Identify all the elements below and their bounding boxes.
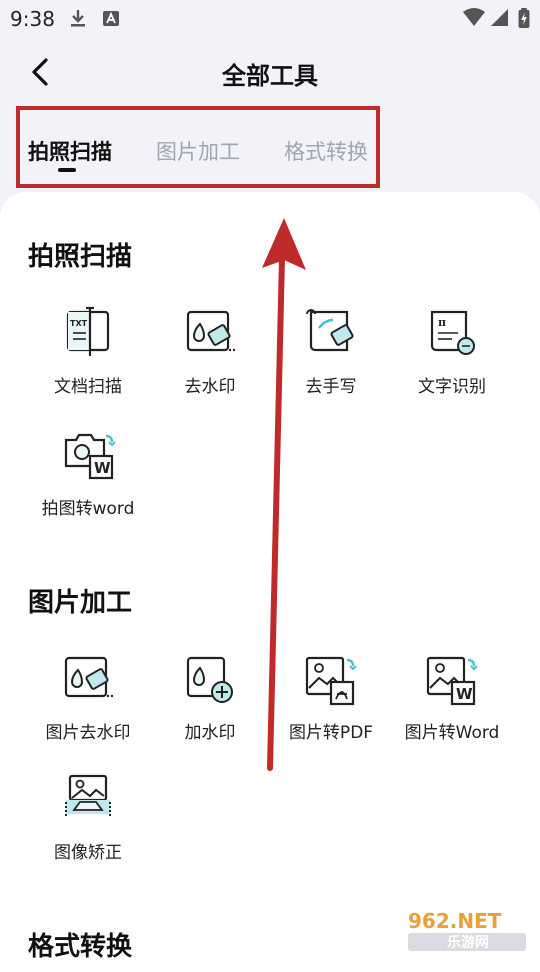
svg-text:乐游网: 乐游网: [447, 934, 489, 951]
page-title: 全部工具: [222, 62, 318, 90]
tool-text-recognition[interactable]: π 文字识别: [392, 306, 512, 416]
tool-photo-to-word[interactable]: W 拍图转word: [28, 428, 148, 538]
tool-image-to-word[interactable]: W 图片转Word: [392, 652, 512, 762]
tool-label: 去手写: [305, 377, 357, 397]
tool-add-watermark[interactable]: 加水印: [150, 652, 270, 762]
section-title-photo-scan: 拍照扫描: [28, 242, 133, 272]
image-to-pdf-icon: [305, 656, 357, 706]
tool-label: 图片转PDF: [288, 723, 374, 743]
svg-text:W: W: [456, 685, 473, 703]
back-arrow-icon[interactable]: [22, 52, 62, 92]
photo-to-word-icon: W: [64, 433, 116, 480]
tab-bar: 拍照扫描 图片加工 格式转换: [16, 106, 380, 188]
tool-image-to-pdf[interactable]: 图片转PDF: [271, 652, 391, 762]
tool-image-remove-watermark[interactable]: 图片去水印: [28, 652, 148, 762]
download-icon: [71, 10, 85, 27]
tool-label: 拍图转word: [41, 499, 135, 519]
tool-label: 去水印: [184, 377, 236, 397]
wifi-icon: [463, 8, 485, 26]
image-remove-watermark-icon: [64, 656, 114, 698]
svg-text:TXT: TXT: [70, 319, 88, 328]
text-recognition-icon: π: [430, 310, 475, 355]
a-notification-icon: [103, 11, 119, 26]
section-title-format-conversion: 格式转换: [28, 932, 133, 962]
signal-icon: [491, 9, 508, 26]
tool-image-correction[interactable]: 图像矫正: [28, 772, 148, 882]
status-time: 9:38: [10, 7, 55, 31]
tool-label: 文字识别: [418, 377, 486, 397]
tool-label: 图像矫正: [54, 843, 122, 863]
tool-remove-handwriting[interactable]: 去手写: [271, 306, 391, 416]
status-bar: 9:38: [0, 0, 540, 36]
active-tab-indicator: [58, 168, 76, 172]
tool-document-scan[interactable]: TXT 文档扫描: [28, 306, 148, 416]
tool-label: 文档扫描: [54, 377, 122, 397]
svg-text:962.NET: 962.NET: [408, 909, 502, 933]
tab-photo-scan[interactable]: 拍照扫描: [28, 140, 112, 164]
remove-handwriting-icon: [306, 309, 354, 352]
battery-charging-icon: [518, 8, 530, 28]
remove-watermark-icon: [186, 310, 236, 352]
tool-label: 加水印: [184, 723, 236, 743]
tab-format-conversion[interactable]: 格式转换: [284, 140, 368, 164]
tool-label: 图片转Word: [404, 723, 500, 743]
svg-text:π: π: [438, 316, 446, 329]
image-to-word-icon: W: [426, 656, 478, 706]
document-scan-icon: TXT: [66, 306, 110, 356]
section-title-image-processing: 图片加工: [28, 588, 133, 618]
tool-remove-watermark[interactable]: 去水印: [150, 306, 270, 416]
add-watermark-icon: [186, 656, 233, 703]
tool-label: 图片去水印: [45, 723, 131, 743]
svg-text:W: W: [94, 459, 111, 477]
tab-image-processing[interactable]: 图片加工: [156, 140, 240, 164]
site-watermark-logo: 962.NET 乐游网: [408, 909, 526, 951]
image-correction-icon: [65, 774, 111, 816]
